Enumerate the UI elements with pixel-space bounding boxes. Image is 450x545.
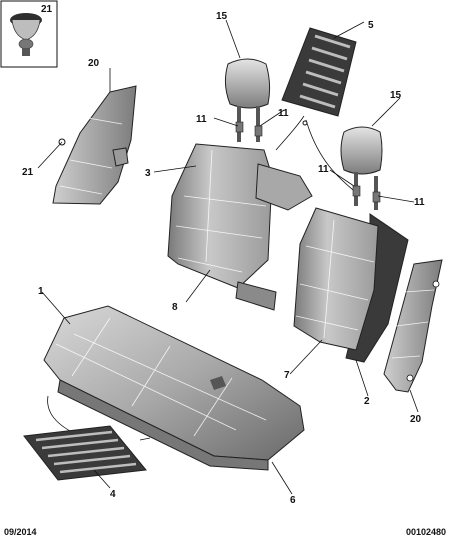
callout-2: 2 [364,396,370,407]
detail-inset-clip [0,0,58,68]
headrest-guides-left [235,121,263,137]
date-code: 09/2014 [4,527,37,537]
seat-cushion [43,305,305,471]
right-side-bolster [383,259,443,393]
callout-20-right: 20 [410,414,422,425]
backrest-heating-mat [275,27,359,195]
callout-21-inset: 21 [41,4,53,15]
seat-heating-mat [23,395,151,481]
callout-4: 4 [110,489,116,500]
callout-7: 7 [284,370,290,381]
callout-5: 5 [368,20,374,31]
headrest-left [224,58,271,142]
callout-6: 6 [290,495,296,506]
callout-8: 8 [172,302,178,313]
right-backrest [293,207,409,363]
callout-20-left: 20 [88,58,100,69]
reference-number: 00102480 [405,527,446,537]
callout-11-d: 11 [414,197,425,208]
left-side-bolster [52,85,137,205]
callout-15-right: 15 [390,90,402,101]
callout-11-a: 11 [196,114,207,125]
callout-21-clip: 21 [22,167,34,178]
callout-15-left: 15 [216,11,228,22]
callout-3: 3 [145,168,151,179]
callout-11-c: 11 [318,164,329,175]
callout-11-b: 11 [278,108,289,119]
headrest-guides-right [352,185,381,203]
leader-lines [37,19,419,495]
left-backrest [167,143,313,311]
callout-1: 1 [38,286,44,297]
